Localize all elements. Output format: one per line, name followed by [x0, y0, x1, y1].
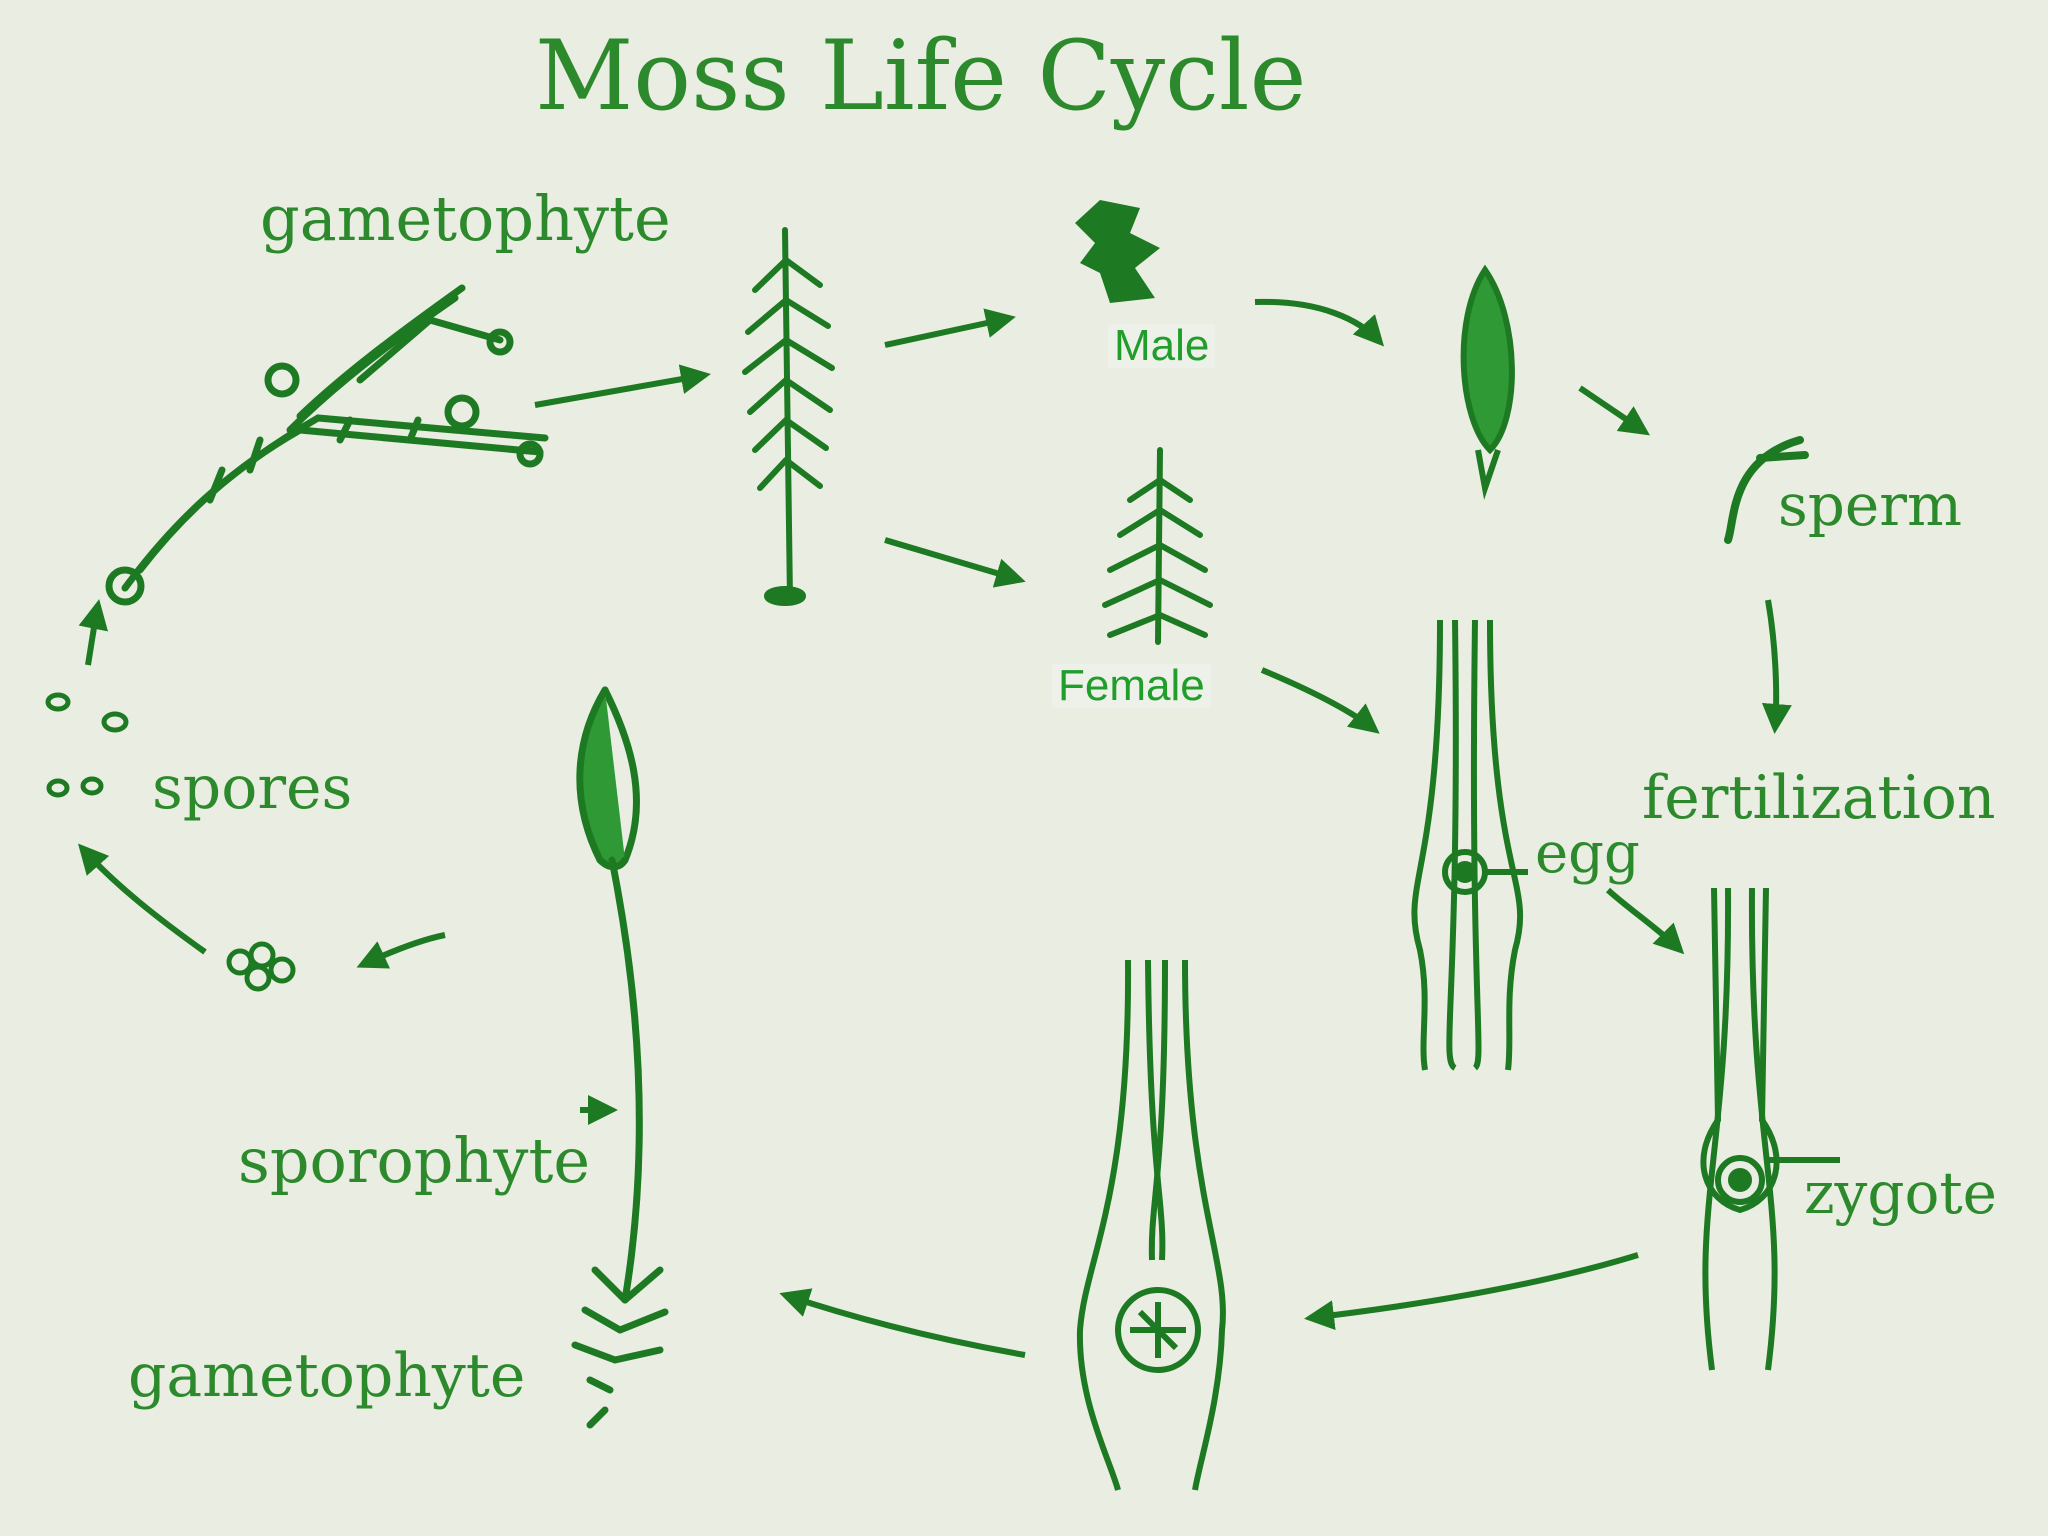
antheridium-drawing	[1460, 264, 1515, 500]
sporophyte-drawing	[571, 686, 669, 1429]
archegonium-zygote-drawing	[1700, 887, 1840, 1371]
label-fertilization: fertilization	[1642, 763, 1996, 833]
label-egg: egg	[1535, 821, 1640, 886]
sperm-drawing	[1724, 436, 1809, 544]
label-sperm: sperm	[1778, 471, 1962, 539]
leafy-gametophyte-drawing	[742, 227, 835, 606]
label-gametophyte-top: gametophyte	[260, 182, 671, 255]
embryo-drawing	[1076, 959, 1226, 1491]
protonema-drawing	[105, 284, 549, 606]
label-spores: spores	[152, 753, 353, 823]
label-male: Male	[1108, 324, 1216, 368]
diagram-title: Moss Life Cycle	[535, 20, 1307, 132]
archegonium-egg-drawing	[1411, 619, 1528, 1071]
cycle-arrows	[78, 298, 1792, 1358]
label-female: Female	[1052, 664, 1211, 708]
female-plant-drawing	[1102, 447, 1213, 645]
label-sporophyte: sporophyte	[238, 1124, 591, 1197]
spores-drawing	[45, 692, 296, 992]
label-gametophyte-bottom: gametophyte	[128, 1341, 526, 1411]
male-plant-drawing	[1075, 200, 1160, 303]
label-zygote: zygote	[1804, 1159, 1998, 1227]
